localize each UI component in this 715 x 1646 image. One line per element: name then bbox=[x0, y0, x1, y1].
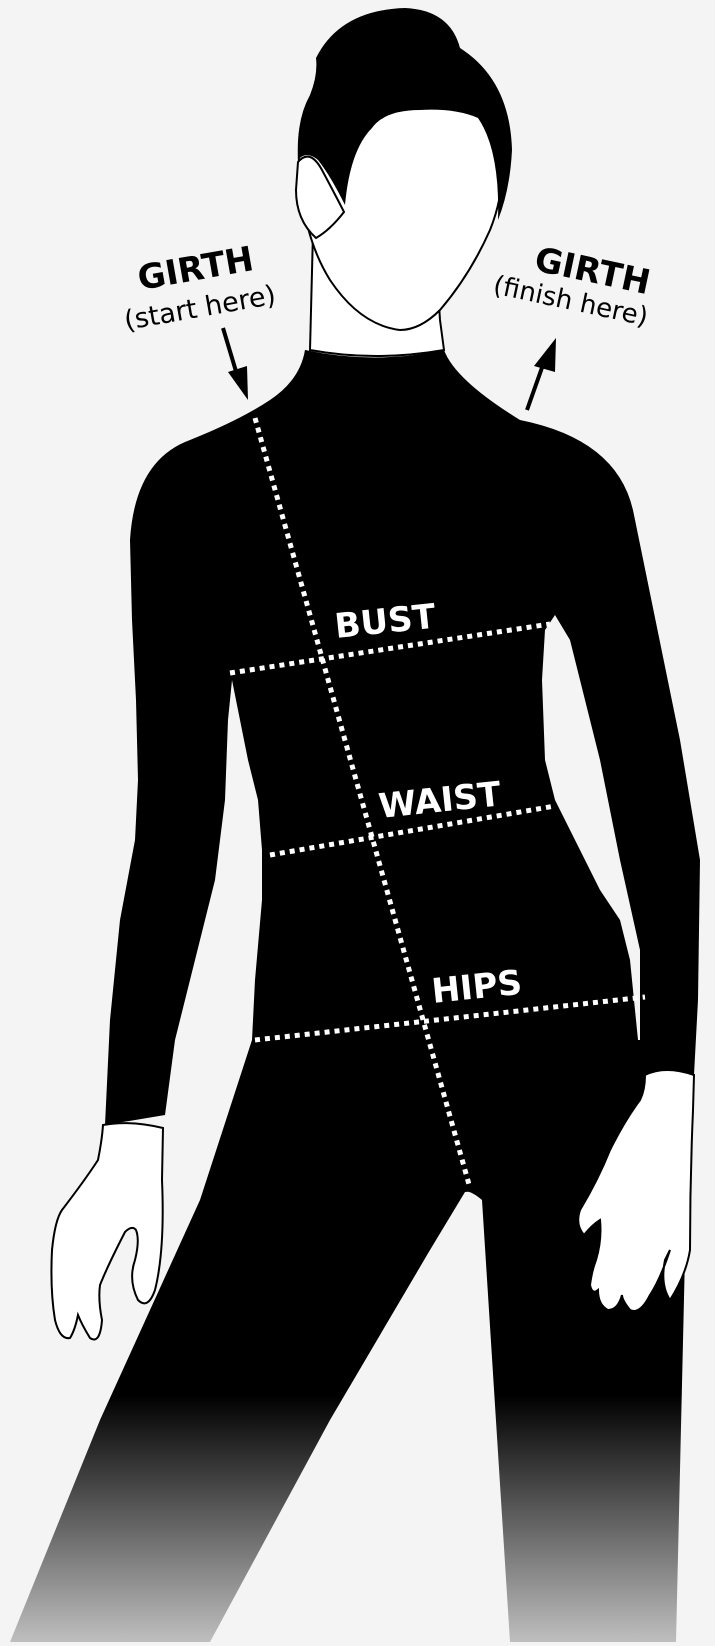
leg-fade bbox=[0, 1395, 715, 1642]
